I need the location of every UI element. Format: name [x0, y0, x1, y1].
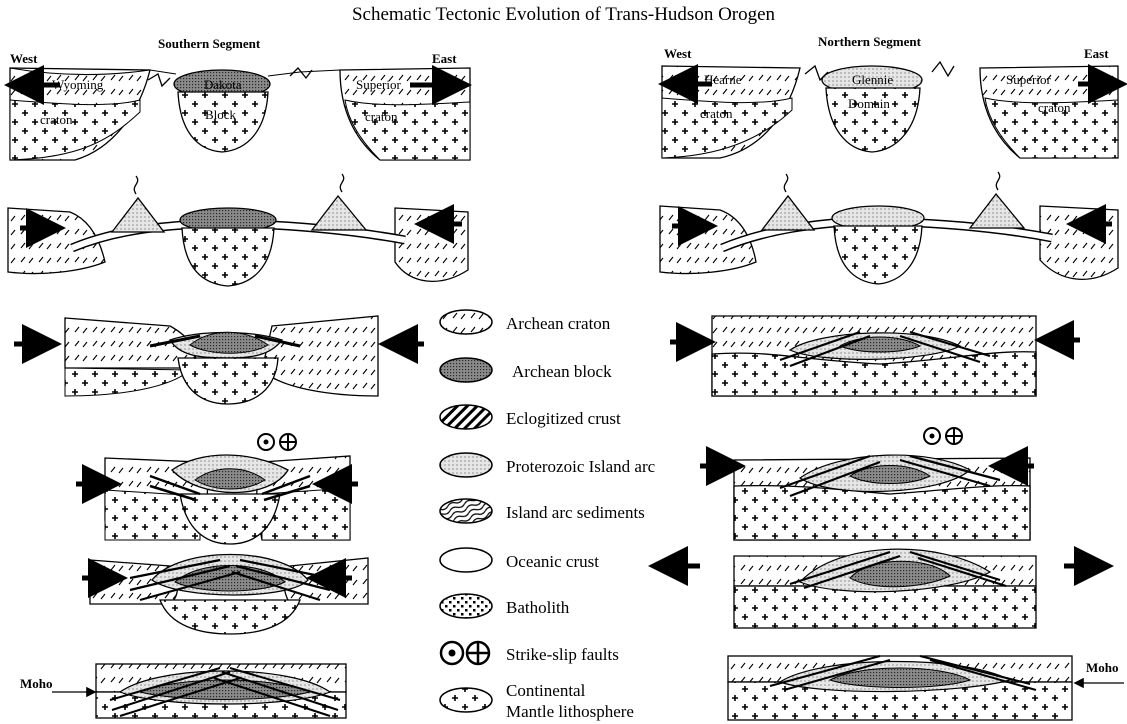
south-stage-5	[82, 555, 368, 635]
legend-label: Continental	[506, 681, 585, 701]
north-stage-3	[670, 316, 1080, 396]
north-domain-word: Domain	[848, 96, 890, 111]
south-block-word: Block	[205, 107, 237, 122]
south-stage-1: Wyoming craton Dakota Block Superior cra…	[10, 68, 470, 160]
south-left-craton-name: Wyoming	[52, 77, 104, 92]
legend-island-arc-sediments-swatch	[440, 499, 492, 523]
south-left-craton-word: craton	[40, 112, 73, 127]
legend-archean-craton-swatch	[440, 310, 492, 334]
legend-eclogitized-crust-swatch	[440, 405, 492, 429]
legend-proterozoic-island-arc-swatch	[440, 453, 492, 477]
legend-label: Archean block	[512, 362, 612, 382]
legend-label: Archean craton	[506, 314, 610, 334]
south-stage-3	[14, 316, 424, 404]
legend-label: Oceanic crust	[506, 552, 599, 572]
legend-label: Island arc sediments	[506, 503, 645, 523]
legend-label: Strike-slip faults	[506, 645, 619, 665]
north-right-craton-name: Superior	[1006, 72, 1051, 87]
south-right-craton-word: craton	[365, 109, 398, 124]
north-stage-6	[728, 656, 1124, 720]
legend-label: Proterozoic Island arc	[506, 457, 655, 477]
north-stage-1: Hearne craton Glennie Domain Superior cr…	[662, 62, 1118, 158]
north-right-craton-word: craton	[1038, 100, 1071, 115]
south-stage-6	[52, 664, 346, 718]
legend	[440, 310, 492, 712]
legend-strike-slip-faults-swatch	[441, 642, 489, 664]
north-stage-4	[700, 428, 1034, 540]
legend-label: Batholith	[506, 598, 569, 618]
north-left-craton-name: Hearne	[704, 72, 742, 87]
legend-archean-block-swatch	[440, 358, 492, 382]
legend-oceanic-crust-swatch	[440, 548, 492, 572]
south-stage-4	[76, 434, 358, 544]
south-right-craton-name: Superior	[356, 77, 401, 92]
legend-label-line2: Mantle lithosphere	[506, 702, 634, 722]
north-stage-2	[660, 172, 1118, 284]
north-stage-5	[658, 549, 1104, 628]
north-domain-name: Glennie	[852, 72, 893, 87]
legend-continental-mantle-swatch	[440, 688, 492, 712]
south-stage-2	[8, 174, 468, 286]
north-left-craton-word: craton	[700, 106, 733, 121]
south-block-name: Dakota	[204, 77, 242, 92]
legend-label: Eclogitized crust	[506, 409, 621, 429]
legend-batholith-swatch	[440, 594, 492, 618]
